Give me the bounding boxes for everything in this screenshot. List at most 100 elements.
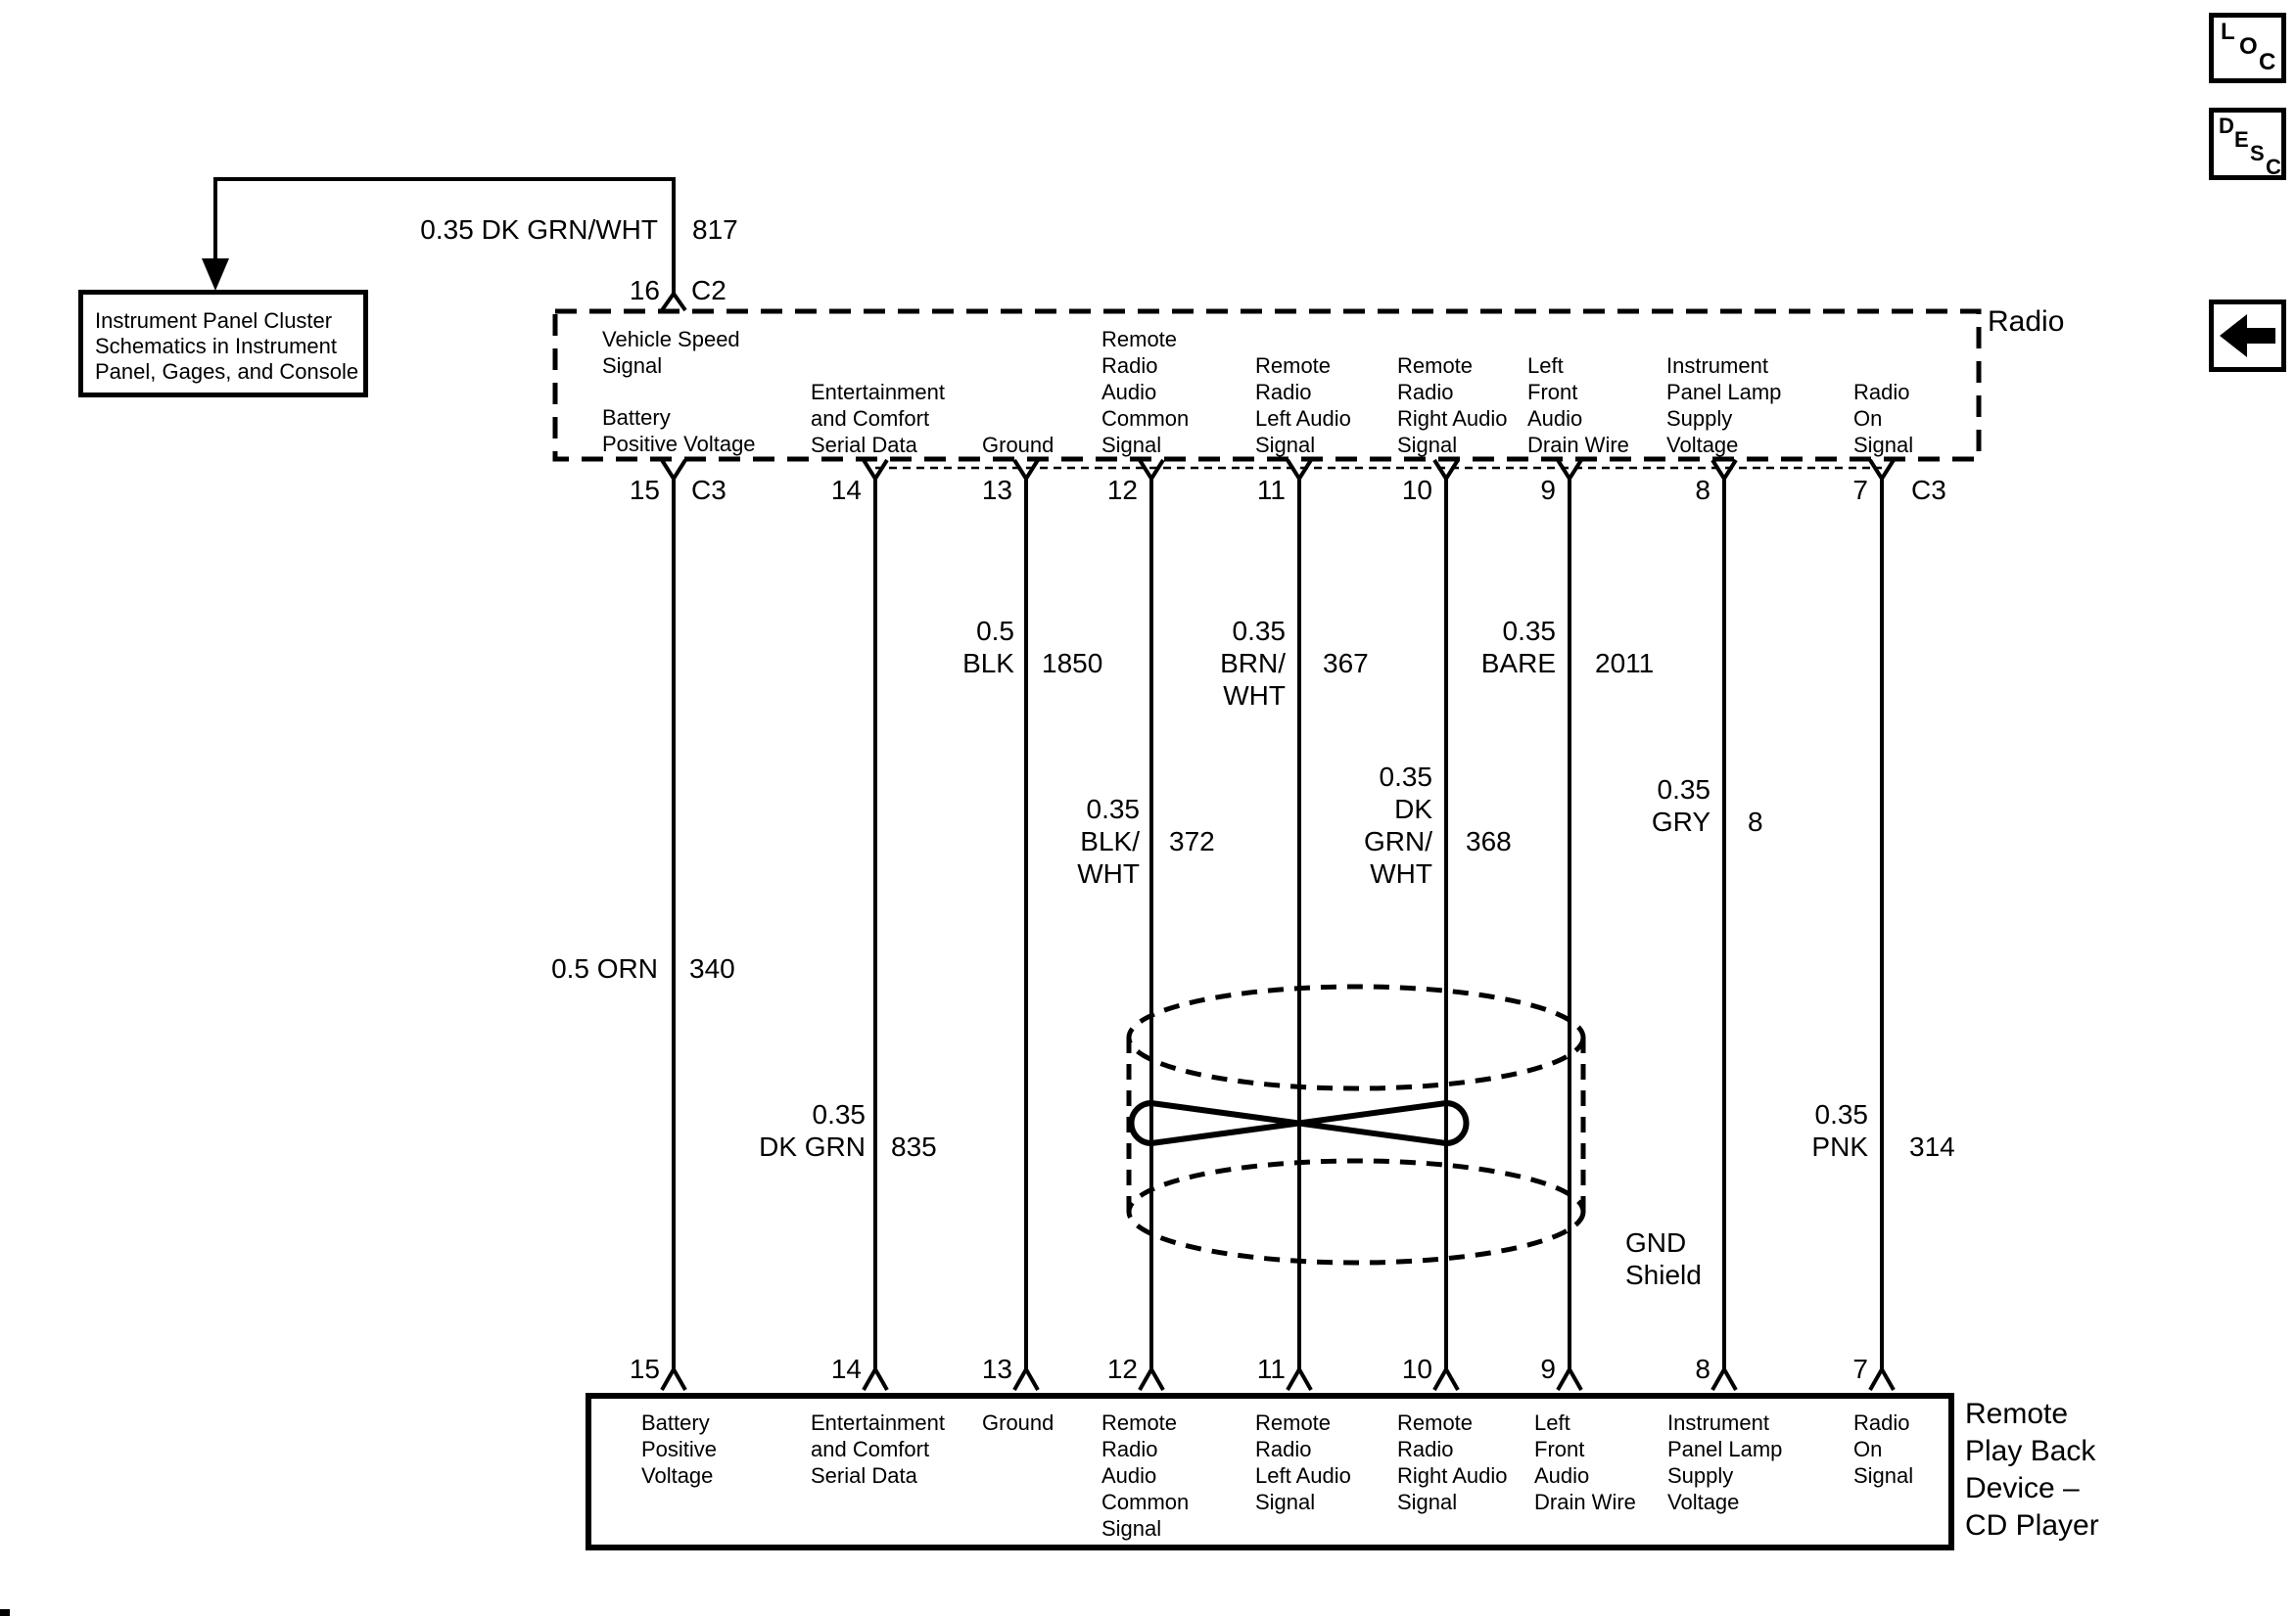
top-chevron-12	[1138, 458, 1165, 483]
wire-label-9: 0.35 BARE	[1480, 616, 1556, 678]
radio-box-outline	[552, 308, 1982, 462]
wire-label-11: 0.35 BRN/ WHT	[1220, 616, 1286, 711]
top-chevron-10	[1432, 458, 1460, 483]
radio-pin16-connector: C2	[691, 275, 726, 305]
loc-letter: C	[2259, 49, 2276, 75]
reference-arrowhead	[202, 258, 229, 291]
device-pin-number-15: 15	[629, 1354, 660, 1384]
wire-label-7: 0.35 PNK	[1811, 1099, 1868, 1162]
bottom-chevron-15	[660, 1364, 687, 1391]
radio-component-label: Radio	[1988, 305, 2065, 338]
wire-circuit-11: 367	[1323, 648, 1369, 678]
reference-note-line: Instrument Panel Cluster	[95, 308, 333, 333]
bottom-chevron-14	[862, 1364, 889, 1391]
reference-note-box: Instrument Panel Cluster Schematics in I…	[78, 290, 368, 397]
shield-cylinder	[1126, 984, 1586, 1266]
loc-letter: L	[2221, 19, 2235, 45]
device-fn-pin13: Ground	[982, 1410, 1054, 1435]
device-pin-number-7: 7	[1852, 1354, 1868, 1384]
radio-fn-pin15: Battery Positive Voltage	[602, 405, 756, 456]
reference-wire-circuit: 817	[692, 214, 738, 245]
desc-letter: C	[2266, 155, 2281, 179]
device-fn-pin12: Remote Radio Audio Common Signal	[1101, 1410, 1190, 1541]
device-fn-pin15: Battery Positive Voltage	[641, 1410, 718, 1488]
scan-artifact	[0, 1609, 10, 1616]
wire-label-12: 0.35 BLK/ WHT	[1077, 794, 1140, 889]
reference-note-line: Panel, Gages, and Console	[95, 359, 359, 384]
radio-fn-pin12: Remote Radio Audio Common Signal	[1101, 327, 1190, 457]
device-fn-pin14: Entertainment and Comfort Serial Data	[811, 1410, 945, 1488]
cd-player-component-label: Remote Play Back Device – CD Player	[1965, 1398, 2099, 1542]
bottom-chevron-9	[1556, 1364, 1583, 1391]
radio-pin15-connector: C3	[691, 475, 726, 505]
bottom-chevron-12	[1138, 1364, 1165, 1391]
wire-label-13: 0.5 BLK	[962, 616, 1014, 678]
radio-pin-number-8: 8	[1695, 475, 1710, 505]
back-arrow-button[interactable]	[2209, 300, 2286, 372]
loc-button[interactable]: L O C	[2209, 13, 2286, 83]
device-pin-number-11: 11	[1256, 1354, 1286, 1384]
device-pin-number-10: 10	[1401, 1354, 1432, 1384]
top-chevron-8	[1710, 458, 1738, 483]
gnd-shield-label: GND Shield	[1625, 1227, 1702, 1290]
wire-circuit-10: 368	[1466, 826, 1512, 856]
top-chevron-9	[1556, 458, 1583, 483]
desc-letter: S	[2250, 141, 2265, 165]
wire-circuit-12: 372	[1169, 826, 1215, 856]
device-pin-number-9: 9	[1540, 1354, 1556, 1384]
radio-pin-number-15: 15	[629, 475, 660, 505]
radio-pin-number-13: 13	[981, 475, 1012, 505]
radio-fn-pin13: Ground	[982, 433, 1054, 457]
device-fn-pin7: Radio On Signal	[1853, 1410, 1914, 1488]
radio-fn-pin16: Vehicle Speed Signal	[602, 327, 740, 378]
top-chevron-11	[1286, 458, 1313, 483]
device-pin-number-8: 8	[1695, 1354, 1710, 1384]
device-fn-pin11: Remote Radio Left Audio Signal	[1255, 1410, 1351, 1514]
top-chevron-7	[1868, 458, 1896, 483]
back-arrow-icon	[2220, 314, 2275, 357]
loc-letter: O	[2239, 33, 2258, 60]
reference-note-line: Schematics in Instrument	[95, 334, 337, 358]
radio-fn-pin10: Remote Radio Right Audio Signal	[1397, 353, 1508, 457]
bottom-chevron-8	[1710, 1364, 1738, 1391]
radio-pin-number-14: 14	[830, 475, 862, 505]
twisted-pair-right-cap	[1445, 1100, 1470, 1146]
bottom-chevron-10	[1432, 1364, 1460, 1391]
desc-letter: E	[2234, 127, 2249, 152]
radio-pin7-connector: C3	[1911, 475, 1946, 505]
radio-fn-pin11: Remote Radio Left Audio Signal	[1255, 353, 1351, 457]
radio-pin-number-11: 11	[1256, 475, 1286, 505]
radio-pin-number-7: 7	[1852, 475, 1868, 505]
desc-button[interactable]: D E S C	[2209, 108, 2286, 180]
device-fn-pin8: Instrument Panel Lamp Supply Voltage	[1667, 1410, 1783, 1514]
radio-fn-pin9: Left Front Audio Drain Wire	[1527, 353, 1629, 457]
top-chevron-13	[1012, 458, 1040, 483]
radio-pin16-number: 16	[629, 275, 660, 305]
top-chevron-14	[862, 458, 889, 483]
shield-cylinder-top-ellipse	[1126, 984, 1586, 1091]
device-fn-pin10: Remote Radio Right Audio Signal	[1397, 1410, 1508, 1514]
top-chevron-15	[660, 458, 687, 483]
bottom-chevron-11	[1286, 1364, 1313, 1391]
radio-fn-pin8: Instrument Panel Lamp Supply Voltage	[1666, 353, 1782, 457]
wire-circuit-14: 835	[891, 1132, 937, 1162]
pin16-chevron	[660, 290, 687, 312]
radio-fn-pin7: Radio On Signal	[1853, 380, 1914, 457]
bottom-chevron-7	[1868, 1364, 1896, 1391]
wire-label-10: 0.35 DK GRN/ WHT	[1364, 762, 1432, 889]
wire-circuit-8: 8	[1748, 807, 1763, 837]
wire-circuit-13: 1850	[1042, 648, 1103, 678]
device-pin-number-12: 12	[1106, 1354, 1138, 1384]
wire-label-14: 0.35 DK GRN	[759, 1099, 866, 1162]
radio-pin-number-9: 9	[1540, 475, 1556, 505]
wire-label-15: 0.5 ORN	[551, 953, 658, 984]
bottom-chevron-13	[1012, 1364, 1040, 1391]
reference-wire	[213, 177, 676, 294]
radio-fn-pin14: Entertainment and Comfort Serial Data	[811, 380, 945, 457]
device-fn-pin9: Left Front Audio Drain Wire	[1534, 1410, 1636, 1514]
radio-pin-number-10: 10	[1401, 475, 1432, 505]
wire-circuit-15: 340	[689, 953, 735, 984]
twisted-pair-left-cap	[1128, 1100, 1152, 1146]
